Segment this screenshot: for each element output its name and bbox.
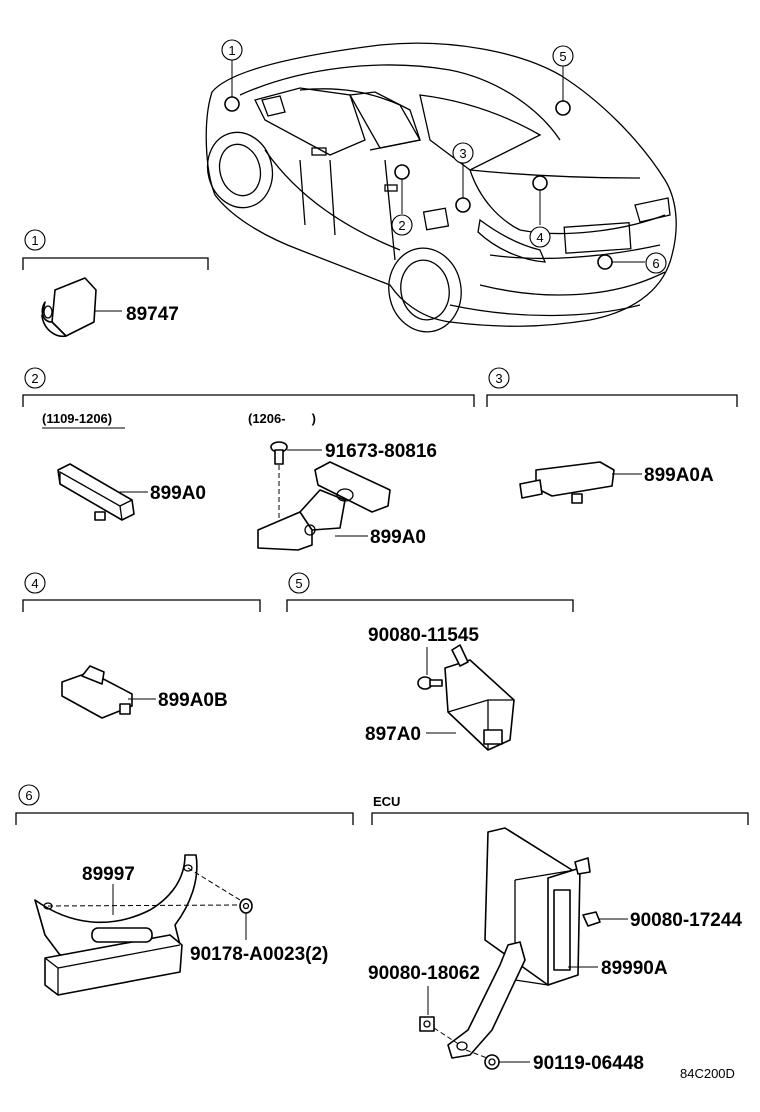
location-marker-1	[224, 96, 240, 112]
section-3-label: 3	[495, 371, 502, 386]
part-number-899A0A: 899A0A	[644, 465, 714, 486]
bolt-90119-06448-illustration	[484, 1054, 500, 1070]
car-callout-6: 6	[652, 256, 659, 271]
bolt-90080-11545-illustration	[417, 676, 443, 690]
part-number-89747: 89747	[126, 304, 179, 325]
part-89990A-ecu-illustration	[447, 827, 591, 1059]
car-callout-1: 1	[228, 43, 235, 58]
car-callout-3: 3	[459, 146, 466, 161]
section-ecu-label: ECU	[373, 794, 400, 809]
clip-90080-18062-illustration	[419, 1016, 435, 1032]
location-marker-4	[532, 175, 548, 191]
section-2-label: 2	[31, 371, 38, 386]
part-number-89990A: 89990A	[601, 958, 668, 979]
part-number-90119-06448: 90119-06448	[533, 1053, 644, 1074]
car-callout-2: 2	[398, 218, 405, 233]
part-89997-bracket-illustration	[34, 854, 198, 956]
part-number-89997: 89997	[82, 864, 135, 885]
part-89747-illustration	[41, 277, 97, 338]
part-897A0-illustration	[444, 644, 515, 751]
location-marker-6	[597, 254, 613, 270]
section-4: 4 899A0B	[22, 572, 261, 719]
location-marker-3	[455, 197, 471, 213]
part-number-899A0-b: 899A0	[370, 527, 426, 548]
section-2: 2 (1109-1206) (1206- ) 899A0 91673-80816	[22, 367, 475, 551]
part-number-91673-80816: 91673-80816	[325, 441, 437, 462]
part-number-899A0-a: 899A0	[150, 483, 206, 504]
section-5: 5 90080-11545 897A0	[286, 572, 574, 751]
part-899A0-variant-2-illustration	[257, 461, 391, 551]
section-4-label: 4	[31, 576, 38, 591]
section-ecu: ECU 90080-17244 89990A 90080-18062	[368, 794, 749, 1074]
receiver-module-illustration	[44, 927, 183, 996]
section-2-date-range-1: (1109-1206)	[42, 411, 112, 426]
section-5-label: 5	[295, 576, 302, 591]
section-3: 3 899A0A	[486, 367, 738, 504]
part-number-90178-A0023: 90178-A0023(2)	[190, 944, 328, 965]
part-899A0-variant-1-illustration	[57, 463, 135, 521]
location-marker-5	[555, 100, 571, 116]
section-2-date-range-2: (1206- )	[248, 411, 316, 426]
part-899A0B-illustration	[61, 665, 133, 719]
part-number-90080-11545: 90080-11545	[368, 625, 479, 646]
nut-90178-A0023-illustration	[239, 898, 253, 914]
part-number-899A0B: 899A0B	[158, 690, 228, 711]
car-illustration: 1 5 3 2 4 6	[205, 39, 677, 333]
part-number-90080-17244: 90080-17244	[630, 910, 742, 931]
location-marker-2	[394, 164, 410, 180]
part-899A0A-illustration	[519, 461, 615, 504]
section-1-label: 1	[31, 233, 38, 248]
clip-90080-17244-illustration	[582, 911, 601, 927]
car-callout-4: 4	[536, 230, 543, 245]
bolt-91673-80816-illustration	[270, 441, 288, 465]
part-number-897A0: 897A0	[365, 724, 421, 745]
car-callout-5: 5	[559, 49, 566, 64]
figure-code: 84C200D	[680, 1066, 735, 1081]
part-number-90080-18062: 90080-18062	[368, 963, 480, 984]
section-1: 1 89747	[22, 229, 209, 338]
section-6-label: 6	[25, 788, 32, 803]
section-6: 6 89997 90178-A0023(2)	[15, 784, 354, 996]
